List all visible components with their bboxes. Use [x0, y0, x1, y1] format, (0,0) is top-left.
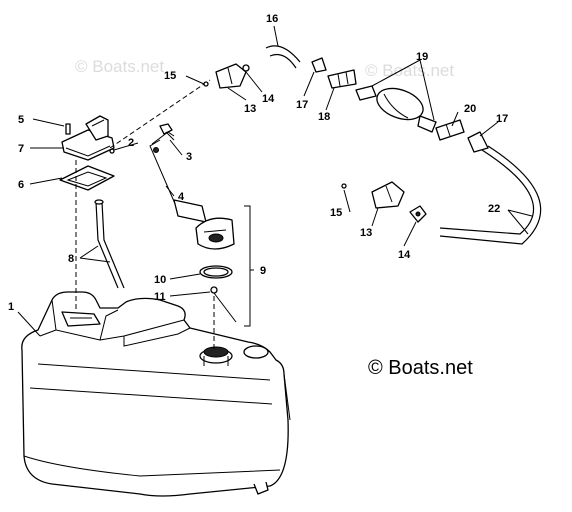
- callout-8: 8: [68, 253, 74, 265]
- filler-cap: [195, 217, 235, 250]
- callout-11: 11: [154, 291, 166, 303]
- connector-clip: [409, 205, 427, 223]
- fuel-gauge-float: [149, 131, 207, 223]
- cap-retainer: [210, 286, 218, 294]
- callout-15-lower: 15: [330, 207, 342, 219]
- callout-17-right: 17: [496, 113, 508, 125]
- callout-9: 9: [260, 265, 266, 277]
- callout-16: 16: [266, 13, 278, 25]
- callout-22: 22: [488, 203, 500, 215]
- check-valve-20: [435, 119, 465, 141]
- callout-5: 5: [18, 114, 24, 126]
- fuel-gauge-head: [61, 115, 115, 161]
- callout-20: 20: [464, 103, 476, 115]
- primer-bulb: [355, 85, 437, 133]
- callout-6: 6: [18, 179, 24, 191]
- callout-19: 19: [416, 51, 428, 63]
- callout-17-upper: 17: [296, 99, 308, 111]
- copyright-label: © Boats.net: [368, 357, 473, 379]
- gauge-lever: [159, 123, 175, 141]
- callout-14-lower: 14: [398, 249, 411, 261]
- gasket: [59, 165, 115, 191]
- callout-1: 1: [8, 301, 14, 313]
- hose-fitting-17-right: [467, 131, 489, 153]
- callout-15-upper: 15: [164, 70, 176, 82]
- pickup-tube: [95, 201, 119, 289]
- watermark-top-left: © Boats.net: [75, 57, 164, 76]
- hose-fitting-17: [311, 57, 327, 73]
- o-ring-upper: [203, 81, 209, 87]
- callout-13-lower: 13: [360, 227, 372, 239]
- watermark-top-right: © Boats.net: [365, 61, 454, 80]
- callout-4: 4: [178, 191, 185, 203]
- callout-13-upper: 13: [244, 103, 256, 115]
- callout-7: 7: [18, 143, 24, 155]
- tank-connector-upper: [215, 63, 250, 89]
- engine-connector: [371, 181, 405, 209]
- callout-18: 18: [318, 111, 330, 123]
- callout-14-upper: 14: [262, 93, 275, 105]
- fuel-tank: [21, 291, 291, 497]
- o-ring-lower: [341, 183, 347, 189]
- callout-3: 3: [186, 151, 192, 163]
- screw: [65, 123, 71, 135]
- gauge-screw: [153, 147, 159, 153]
- callout-2: 2: [128, 137, 134, 149]
- hose-connector-18: [327, 69, 357, 89]
- callout-10: 10: [154, 274, 166, 286]
